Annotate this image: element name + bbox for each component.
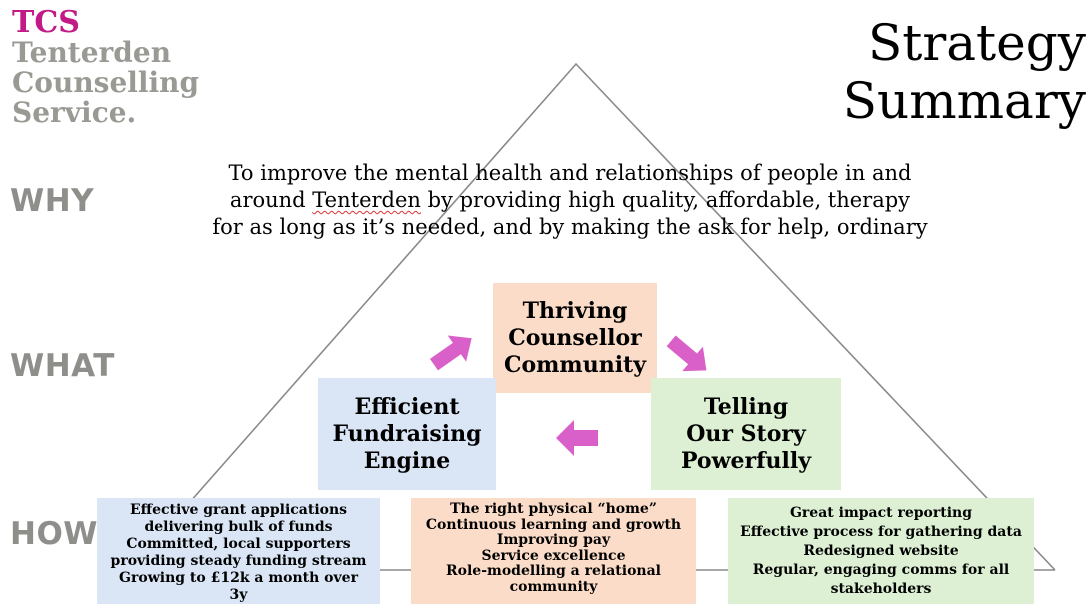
how-middle-item: Continuous learning and growth — [425, 516, 682, 533]
how-middle-item: community — [509, 578, 598, 595]
what-box-thriving-counsellor-community: Thriving Counsellor Community — [493, 283, 657, 393]
page-title: Strategy Summary — [843, 14, 1086, 130]
logo-name-line-2: Counselling — [12, 66, 200, 99]
what-box-top-line-1: Thriving — [522, 297, 628, 324]
logo: TCS Tenterden Counselling Service. — [12, 8, 199, 128]
page-title-line-1: Strategy — [868, 14, 1086, 72]
what-box-right-line-3: Powerfully — [680, 447, 812, 474]
logo-abbreviation: TCS — [12, 5, 80, 40]
how-box-counsellor-community: The right physical “home” Continuous lea… — [411, 498, 696, 604]
how-right-item: Regular, engaging comms for all — [752, 562, 1010, 578]
what-box-right-line-1: Telling — [703, 393, 789, 420]
arrow-up-right-icon — [429, 335, 472, 371]
how-left-item: Growing to £12k a month over — [119, 570, 358, 586]
what-box-left-line-1: Efficient — [354, 393, 460, 420]
why-statement-line-2-start: around — [229, 188, 313, 212]
what-box-telling-our-story-powerfully: Telling Our Story Powerfully — [651, 378, 841, 490]
what-box-left-line-2: Fundraising — [332, 420, 482, 447]
page-title-line-2: Summary — [842, 72, 1086, 130]
why-statement-place-name: Tenterden — [312, 188, 421, 212]
what-box-left-line-3: Engine — [363, 447, 451, 474]
why-statement-line-2-end: by providing high quality, affordable, t… — [420, 188, 911, 212]
arrow-down-right-icon — [666, 335, 707, 372]
what-box-right-line-2: Our Story — [686, 420, 806, 447]
pyramid-outline — [129, 62, 1056, 571]
how-left-item: providing steady funding stream — [110, 553, 367, 569]
what-box-efficient-fundraising-engine: Efficient Fundraising Engine — [318, 378, 496, 490]
why-statement-line-2: around Tenterden by providing high quali… — [180, 187, 960, 214]
why-statement-line-3: for as long as it’s needed, and by makin… — [212, 215, 928, 239]
logo-name-line-1: Tenterden — [12, 36, 172, 69]
what-box-top-line-3: Community — [503, 351, 647, 378]
how-left-item: delivering bulk of funds — [144, 519, 333, 535]
how-middle-item: Service excellence — [481, 547, 626, 564]
why-statement: To improve the mental health and relatio… — [180, 160, 960, 241]
how-middle-item: The right physical “home” — [450, 501, 657, 517]
how-left-item: 3y — [229, 587, 248, 603]
how-right-item: Redesigned website — [803, 543, 959, 559]
how-middle-item: Improving pay — [496, 532, 611, 548]
how-box-fundraising: Effective grant applications delivering … — [97, 498, 380, 604]
how-middle-item: Role-modelling a relational — [446, 563, 661, 579]
row-label-why: WHY — [10, 183, 95, 219]
how-right-item: stakeholders — [830, 581, 932, 597]
how-right-item: Effective process for gathering data — [740, 524, 1022, 540]
how-left-item: Effective grant applications — [129, 502, 348, 518]
why-statement-line-1: To improve the mental health and relatio… — [228, 161, 912, 185]
how-box-story: Great impact reporting Effective process… — [728, 498, 1034, 604]
what-box-top-line-2: Counsellor — [508, 324, 642, 351]
logo-name-line-3: Service. — [12, 96, 137, 129]
row-label-what: WHAT — [10, 348, 115, 384]
row-label-how: HOW — [10, 516, 98, 552]
arrow-left-icon — [556, 420, 598, 456]
how-right-item: Great impact reporting — [789, 505, 973, 521]
how-left-item: Committed, local supporters — [126, 536, 351, 552]
